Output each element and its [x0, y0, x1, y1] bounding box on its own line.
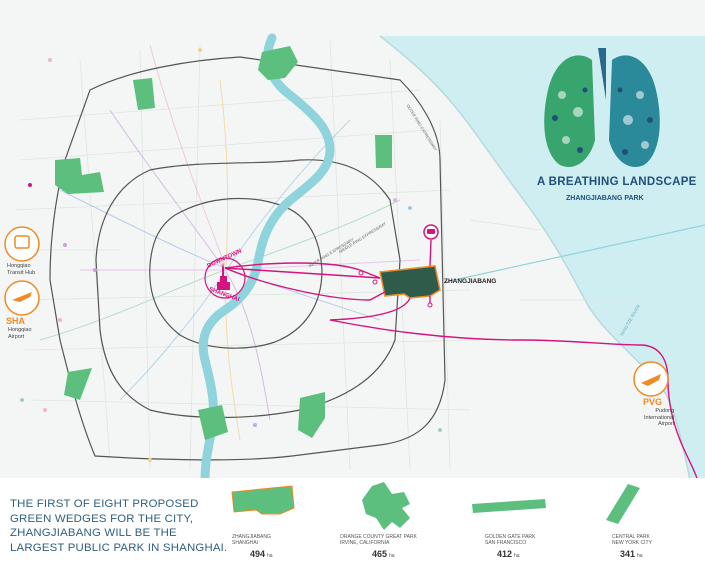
- tagline-line: GREEN WEDGES FOR THE CITY,: [10, 512, 194, 525]
- city-map: [0, 0, 705, 480]
- hongqiao-hub-label: Hongqiao Transit Hub: [7, 263, 36, 276]
- plane-icon: [641, 374, 661, 386]
- tagline-line: LARGEST PUBLIC PARK IN SHANGHAI.: [10, 541, 228, 554]
- route-downtown-zhangjiabang: [224, 267, 381, 279]
- green-wedge-northeast: [375, 135, 392, 168]
- area-value: 494: [250, 549, 266, 559]
- route-north-spur: [429, 239, 432, 267]
- downtown-marker: [204, 257, 246, 299]
- park-caption-zhangjiabang: ZHANGJIABANG SHANGHAI: [232, 534, 271, 546]
- green-wedge-northwest: [133, 78, 155, 110]
- sha-airport-label: Hongqiao Airport: [8, 327, 32, 340]
- hongqiao-icons: [4, 226, 40, 316]
- zhangjiabang-park: [379, 265, 441, 299]
- station-dot: [427, 302, 433, 308]
- zhangjiabang-label: ZHANGJIABANG: [444, 278, 497, 285]
- pvg-code: PVG: [643, 397, 663, 407]
- park-caption-central-park: CENTRAL PARK NEW YORK CITY: [612, 534, 652, 546]
- orange-county-shape: [362, 482, 410, 530]
- route-lower: [224, 267, 386, 301]
- area-unit: ha: [637, 553, 643, 559]
- plane-icon: [12, 292, 32, 302]
- green-wedge-southeast: [298, 392, 325, 438]
- area-unit: ha: [267, 553, 273, 559]
- park-shapes: [231, 482, 640, 530]
- metro-lines: [39, 44, 421, 441]
- transit-routes: [224, 239, 698, 479]
- park-caption-orange-county: ORANGE COUNTY GREAT PARK IRVINE, CALIFOR…: [340, 534, 417, 546]
- zhangjiabang-site: [379, 265, 441, 299]
- route-upper: [224, 262, 381, 279]
- route-pvg: [329, 319, 698, 479]
- huangpu-river: [198, 33, 335, 480]
- poster-title: A BREATHING LANDSCAPE: [537, 176, 697, 188]
- train-icon: [14, 235, 30, 249]
- outer-ring-expressway: [49, 56, 446, 461]
- sha-code: SHA: [6, 316, 26, 326]
- green-wedge-south: [198, 405, 228, 440]
- golden-gate-shape: [472, 499, 546, 513]
- downtown-circle: [204, 257, 246, 299]
- green-wedge-north: [258, 46, 298, 80]
- area-value: 412: [497, 549, 513, 559]
- green-wedges: [55, 46, 392, 440]
- central-park-shape: [606, 484, 640, 524]
- route-pvg-link: [329, 297, 411, 321]
- skyline-icon: [217, 262, 230, 290]
- green-wedge-west: [55, 158, 104, 194]
- area-unit: ha: [389, 553, 395, 559]
- zhangjiabang-shape: [231, 485, 295, 515]
- area-value: 465: [372, 549, 388, 559]
- pvg-airport-label: Pudong International Airport: [644, 408, 675, 427]
- poster-subtitle: ZHANGJIABANG PARK: [566, 195, 644, 202]
- yangtze-channel: [444, 224, 705, 283]
- area-value: 341: [620, 549, 636, 559]
- tagline-line: ZHANGJIABANG WILL BE THE: [10, 527, 177, 540]
- metro-terminal-dots: [20, 48, 442, 462]
- green-wedge-southwest: [64, 368, 92, 400]
- street-grid: [14, 39, 640, 471]
- area-unit: ha: [514, 553, 520, 559]
- train-icon: [427, 229, 435, 234]
- lungs-logo: [544, 48, 660, 168]
- left-lung-icon: [544, 55, 595, 168]
- comparison-panel: [0, 478, 705, 568]
- tagline-line: THE FIRST OF EIGHT PROPOSED: [10, 498, 199, 510]
- tagline: THE FIRST OF EIGHT PROPOSED GREEN WEDGES…: [10, 497, 228, 555]
- pvg-icons: [633, 361, 669, 397]
- station-dot: [372, 279, 378, 285]
- stations: [358, 224, 439, 308]
- right-lung-icon: [609, 55, 660, 168]
- transit-hub-icon: [4, 226, 40, 262]
- station-dot: [358, 270, 364, 276]
- park-caption-golden-gate: GOLDEN GATE PARK SAN FRANCISCO: [485, 534, 536, 546]
